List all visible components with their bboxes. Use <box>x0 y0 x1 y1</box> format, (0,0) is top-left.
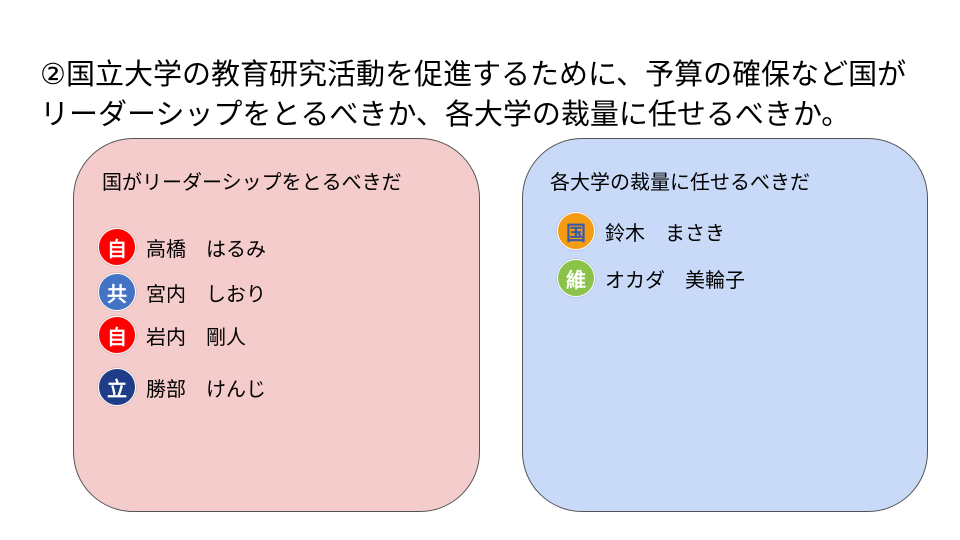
party-badge: 自 <box>98 228 136 266</box>
member-name: 岩内 剛人 <box>146 324 246 349</box>
member-row: 自 高橋 はるみ <box>98 227 266 267</box>
question-line-1: ②国立大学の教育研究活動を促進するために、予算の確保など国が <box>40 57 907 91</box>
panel-title-university-discretion: 各大学の裁量に任せるべきだ <box>550 170 810 194</box>
member-row: 自 岩内 剛人 <box>98 315 246 355</box>
party-badge: 立 <box>98 368 136 406</box>
panel-national-leadership: 国がリーダーシップをとるべきだ 自 高橋 はるみ 共 宮内 しおり 自 岩内 剛… <box>73 138 480 512</box>
member-name: 勝部 けんじ <box>146 376 266 401</box>
panel-university-discretion: 各大学の裁量に任せるべきだ 国 鈴木 まさき 維 オカダ 美輪子 <box>522 138 928 512</box>
question-line-2: リーダーシップをとるべきか、各大学の裁量に任せるべきか。 <box>40 97 851 131</box>
panel-title-national-leadership: 国がリーダーシップをとるべきだ <box>102 170 402 194</box>
member-row: 維 オカダ 美輪子 <box>557 258 745 298</box>
member-row: 立 勝部 けんじ <box>98 367 266 407</box>
member-name: オカダ 美輪子 <box>605 267 745 292</box>
party-badge: 自 <box>98 316 136 354</box>
question-heading: ②国立大学の教育研究活動を促進するために、予算の確保など国が リーダーシップをと… <box>40 54 940 134</box>
member-name: 高橋 はるみ <box>146 236 266 261</box>
party-badge: 維 <box>557 259 595 297</box>
member-row: 共 宮内 しおり <box>98 272 266 312</box>
member-name: 宮内 しおり <box>146 281 266 306</box>
member-name: 鈴木 まさき <box>605 220 725 245</box>
member-row: 国 鈴木 まさき <box>557 211 725 251</box>
party-badge: 共 <box>98 273 136 311</box>
party-badge: 国 <box>557 212 595 250</box>
